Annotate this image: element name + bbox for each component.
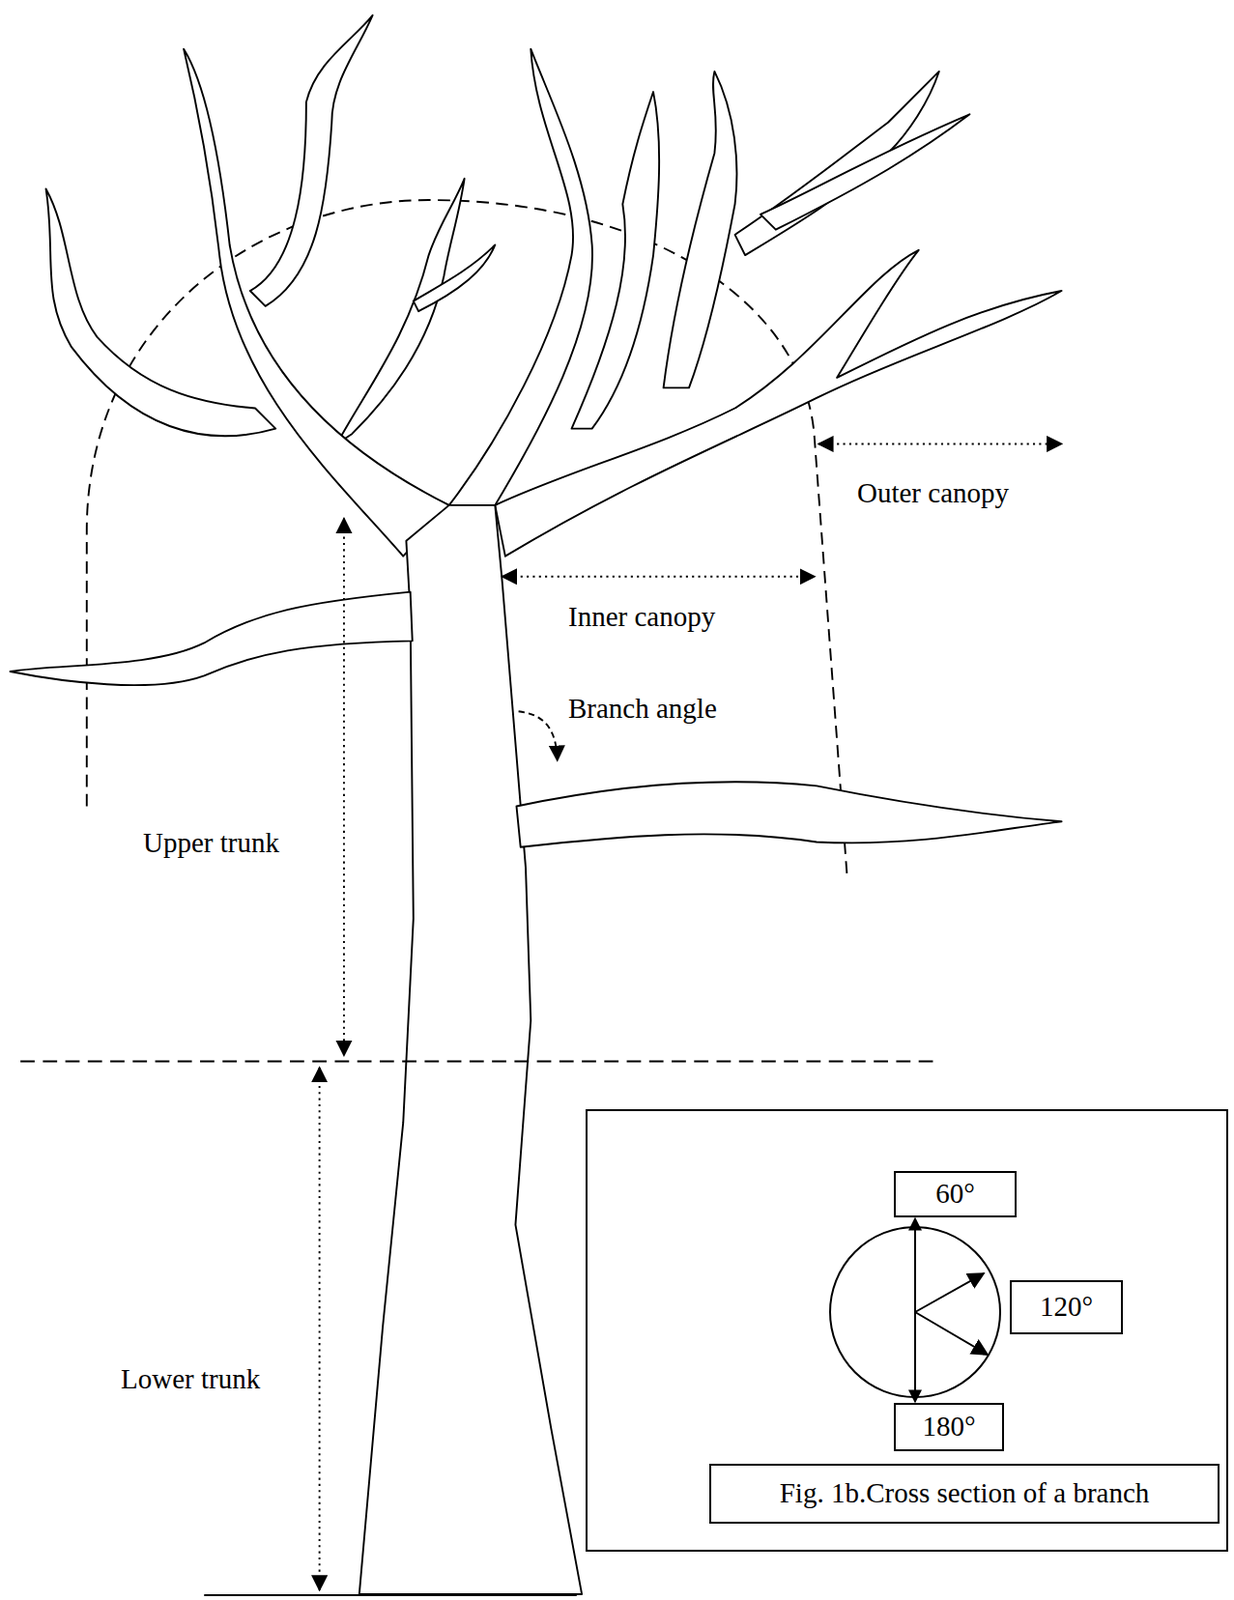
angle-box: 60° — [893, 1171, 1017, 1218]
dimension-arrow — [343, 518, 345, 1057]
dimension-arrow — [818, 443, 1062, 446]
caption-box: Fig. 1b.Cross section of a branch — [709, 1463, 1220, 1524]
branch — [250, 15, 374, 307]
angle-arrow — [518, 711, 558, 761]
part-label: Inner canopy — [566, 601, 718, 633]
branch — [494, 250, 1062, 557]
box-text: 120° — [1039, 1291, 1093, 1323]
branch — [663, 71, 738, 388]
ground-line — [203, 1594, 577, 1597]
trunk — [359, 505, 582, 1595]
inset-frame — [586, 1110, 1228, 1551]
branch — [516, 781, 1062, 848]
double-arrow — [914, 1218, 917, 1403]
dimension-arrow — [318, 1067, 321, 1591]
part-label: Upper trunk — [141, 827, 282, 860]
part-label: Branch angle — [566, 692, 719, 725]
box-text: 180° — [921, 1410, 976, 1443]
branch — [572, 91, 661, 430]
part-label: Outer canopy — [855, 477, 1011, 510]
angle-arrow — [915, 1273, 984, 1313]
box-text: 60° — [935, 1177, 976, 1210]
box-text: Fig. 1b.Cross section of a branch — [779, 1477, 1150, 1510]
branch — [10, 592, 413, 686]
angle-box: 120° — [1009, 1280, 1123, 1335]
trunk-division-line — [20, 1061, 934, 1063]
angle-arrow — [915, 1312, 988, 1355]
dimension-arrow — [502, 575, 815, 578]
branch — [735, 71, 940, 256]
branch — [760, 114, 971, 230]
branch — [413, 245, 496, 313]
angle-box: 180° — [893, 1403, 1005, 1452]
branch — [183, 49, 450, 557]
branch — [337, 178, 465, 445]
part-label: Lower trunk — [118, 1363, 262, 1396]
